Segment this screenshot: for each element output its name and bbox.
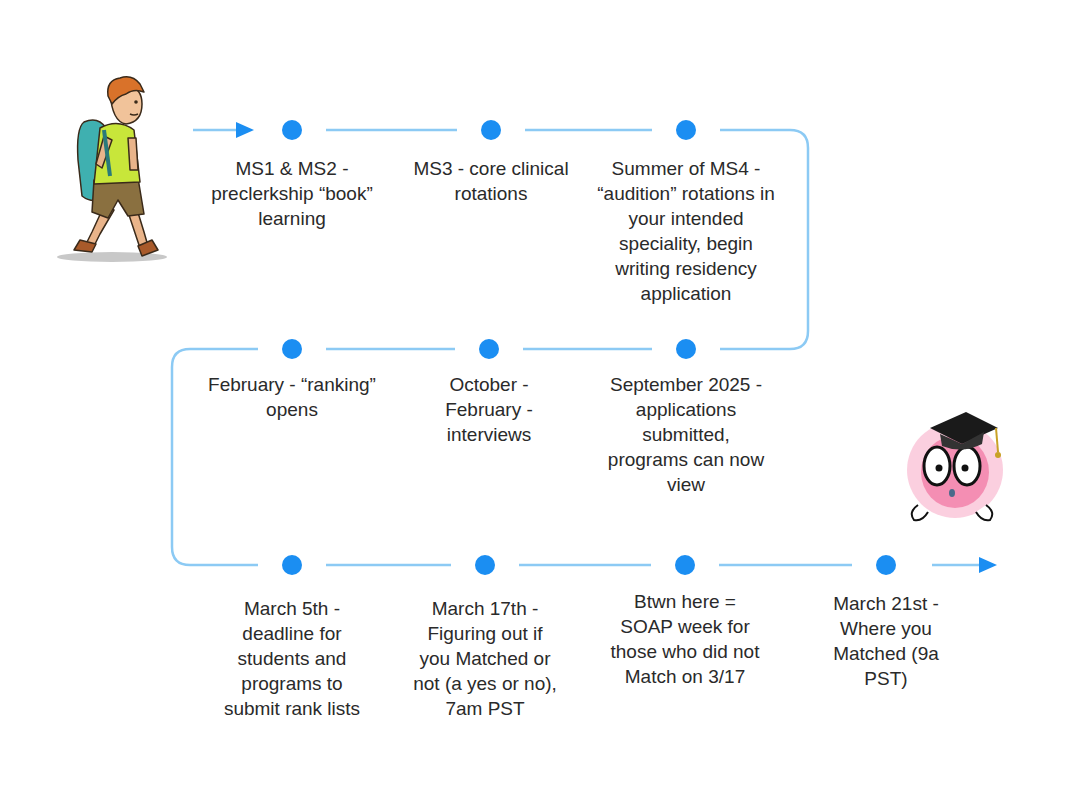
timeline-milestone: MS3 - core clinical rotations (406, 120, 576, 206)
timeline-connector (326, 129, 457, 132)
start-arrow (193, 122, 254, 138)
milestone-dot (282, 339, 302, 359)
milestone-label: Summer of MS4 - “audition” rotations in … (591, 156, 781, 306)
student-figure (57, 77, 167, 262)
timeline-milestone: March 5th - deadline for students and pr… (212, 555, 372, 721)
milestone-dot (676, 120, 696, 140)
milestone-label: MS1 & MS2 - preclerkship “book” learning (202, 156, 382, 231)
milestone-label: September 2025 - applications submitted,… (606, 372, 766, 497)
milestone-label: MS3 - core clinical rotations (406, 156, 576, 206)
timeline-connector (719, 564, 852, 567)
milestone-label: March 5th - deadline for students and pr… (212, 596, 372, 721)
milestone-dot (481, 120, 501, 140)
milestone-dot (876, 555, 896, 575)
timeline-milestone: February - “ranking” opens (207, 339, 377, 422)
timeline-milestone: March 21st - Where you Matched (9a PST) (816, 555, 956, 691)
milestone-label: March 17th - Figuring out if you Matched… (410, 596, 560, 721)
milestone-label: March 21st - Where you Matched (9a PST) (816, 591, 956, 691)
milestone-dot (676, 339, 696, 359)
milestone-dot (282, 120, 302, 140)
milestone-dot (475, 555, 495, 575)
timeline-connector (326, 348, 455, 351)
end-arrow (932, 557, 997, 573)
milestone-label: October - February - interviews (414, 372, 564, 447)
timeline-connector (525, 129, 652, 132)
milestone-label: Btwn here = SOAP week for those who did … (610, 589, 760, 689)
timeline-milestone: MS1 & MS2 - preclerkship “book” learning (202, 120, 382, 231)
timeline-connector (523, 348, 652, 351)
milestone-label: February - “ranking” opens (207, 372, 377, 422)
milestone-dot (282, 555, 302, 575)
timeline-milestone: Btwn here = SOAP week for those who did … (610, 555, 760, 689)
milestone-dot (479, 339, 499, 359)
timeline-milestone: September 2025 - applications submitted,… (606, 339, 766, 497)
graduate-blob (907, 412, 1003, 520)
timeline-connector (519, 564, 651, 567)
timeline-milestone: March 17th - Figuring out if you Matched… (410, 555, 560, 721)
timeline-milestone: October - February - interviews (414, 339, 564, 447)
milestone-dot (675, 555, 695, 575)
timeline-connector (326, 564, 451, 567)
timeline-milestone: Summer of MS4 - “audition” rotations in … (591, 120, 781, 306)
